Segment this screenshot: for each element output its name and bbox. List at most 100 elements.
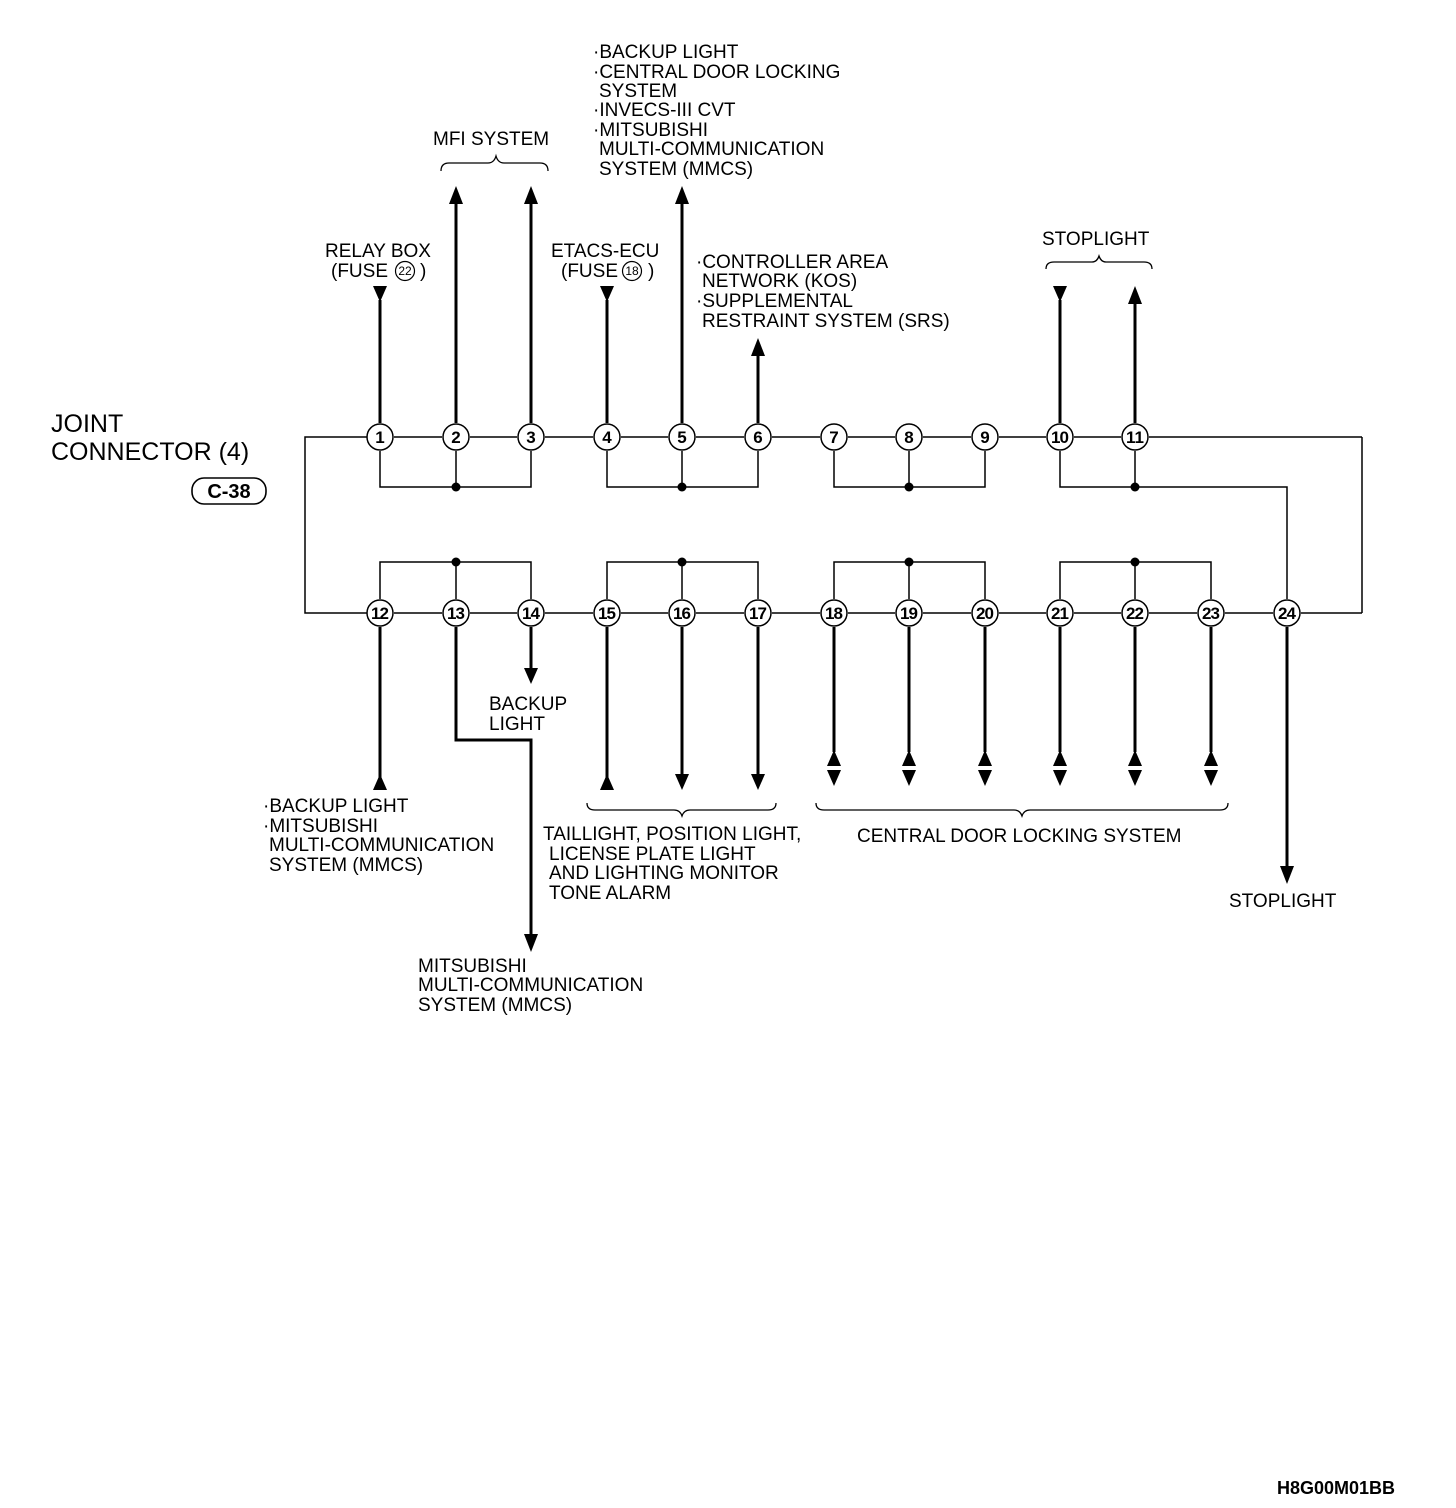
- pin-circle: [820, 423, 848, 451]
- taillight-line: TONE ALARM: [549, 883, 671, 904]
- pin-14: 14: [517, 599, 545, 627]
- pin-21: 21: [1046, 599, 1074, 627]
- pin-8: 8: [895, 423, 923, 451]
- connector-title-line2: CONNECTOR (4): [51, 438, 249, 466]
- pin-12: 12: [366, 599, 394, 627]
- etacs-ecu-label: ETACS-ECU: [551, 241, 659, 262]
- pin5-line: SYSTEM (MMCS): [599, 159, 753, 180]
- pin-circle: [366, 423, 394, 451]
- pin-20: 20: [971, 599, 999, 627]
- pin-number: 9: [980, 428, 989, 447]
- pin12-line: SYSTEM (MMCS): [269, 855, 423, 876]
- pin-number: 11: [1126, 428, 1144, 447]
- pin5-line: ·CENTRAL DOOR LOCKING: [593, 62, 840, 83]
- label-taillight: TAILLIGHT, POSITION LIGHT, LICENSE PLATE…: [543, 824, 801, 904]
- central-door-locking-label: CENTRAL DOOR LOCKING SYSTEM: [857, 826, 1181, 847]
- fuse-22-circle: [394, 260, 416, 282]
- pin-circle: [593, 599, 621, 627]
- pin-circle: [1121, 599, 1149, 627]
- pin-11: 11: [1121, 423, 1149, 451]
- taillight-line: AND LIGHTING MONITOR: [549, 863, 779, 884]
- pin-number: 13: [447, 604, 465, 623]
- backup-light-14-line1: BACKUP: [489, 694, 567, 715]
- pin-number: 14: [522, 604, 541, 623]
- pin6-line: ·SUPPLEMENTAL: [696, 291, 853, 312]
- connector-code-badge: C-38: [191, 477, 267, 505]
- pin-circle: [668, 599, 696, 627]
- pin5-line: SYSTEM: [599, 81, 677, 102]
- pin-number: 2: [451, 428, 460, 447]
- pin-circle: [744, 423, 772, 451]
- pin12-line: ·BACKUP LIGHT: [263, 796, 409, 817]
- taillight-line: LICENSE PLATE LIGHT: [549, 844, 756, 865]
- pin-circle: [895, 423, 923, 451]
- pin-circle: [668, 423, 696, 451]
- pin-circle: [593, 423, 621, 451]
- pin-circle: [1121, 423, 1149, 451]
- label-pin13-systems: MITSUBISHI MULTI-COMMUNICATION SYSTEM (M…: [418, 956, 643, 1016]
- pin-number: 22: [1126, 604, 1144, 623]
- pin5-line: MULTI-COMMUNICATION: [599, 139, 824, 160]
- relay-box-fuse-suffix: ): [420, 261, 426, 282]
- fuse-18-circle: [621, 260, 643, 282]
- pin-18: 18: [820, 599, 848, 627]
- pin-16: 16: [668, 599, 696, 627]
- label-pin6-systems: ·CONTROLLER AREA NETWORK (KOS) ·SUPPLEME…: [696, 252, 950, 332]
- pin-23: 23: [1197, 599, 1225, 627]
- pin6-line: NETWORK (KOS): [702, 271, 857, 292]
- pin-circle: [517, 599, 545, 627]
- pin-number: 18: [825, 604, 843, 623]
- pin-number: 12: [371, 604, 389, 623]
- pin-circle: [1197, 599, 1225, 627]
- pin-circle: [366, 599, 394, 627]
- pin-circle: [1046, 599, 1074, 627]
- pin-number: 10: [1051, 428, 1069, 447]
- figure-code: H8G00M01BB: [1277, 1478, 1395, 1498]
- connector-frame: [304, 436, 1363, 614]
- pin6-line: ·CONTROLLER AREA: [696, 252, 888, 273]
- pin-number: 8: [904, 428, 913, 447]
- pin-number: 19: [900, 604, 918, 623]
- pin-number: 16: [673, 604, 691, 623]
- pin-7: 7: [820, 423, 848, 451]
- pin-circle: [1273, 599, 1301, 627]
- pin-circle: [895, 599, 923, 627]
- pin-17: 17: [744, 599, 772, 627]
- pin-number: 21: [1051, 604, 1069, 623]
- pin-number: 3: [526, 428, 535, 447]
- pin12-line: ·MITSUBISHI: [263, 816, 378, 837]
- pin-number: 5: [677, 428, 686, 447]
- pin-1: 1: [366, 423, 394, 451]
- pin5-line: ·INVECS-III CVT: [593, 100, 736, 121]
- pin-number: 7: [829, 428, 838, 447]
- pin-circle: [744, 599, 772, 627]
- pin-9: 9: [971, 423, 999, 451]
- external-wires-top: [373, 186, 1142, 423]
- pin13-line: SYSTEM (MMCS): [418, 995, 572, 1016]
- relay-box-fuse-prefix: (FUSE: [331, 261, 388, 282]
- mfi-system-label: MFI SYSTEM: [433, 129, 549, 150]
- pin-circle: [442, 599, 470, 627]
- internal-bus-bottom: [379, 557, 1212, 599]
- pin-24: 24: [1273, 599, 1301, 627]
- pin-number: 1: [375, 428, 384, 447]
- pin13-line: MITSUBISHI: [418, 956, 527, 977]
- label-etacs-ecu: ETACS-ECU (FUSE 18 ): [551, 241, 659, 282]
- pin-circle: [971, 423, 999, 451]
- pin-circle: [517, 423, 545, 451]
- relay-box-fuse-number: 22: [398, 264, 412, 278]
- pin-circle: [971, 599, 999, 627]
- pin13-line: MULTI-COMMUNICATION: [418, 975, 643, 996]
- stoplight-top-label: STOPLIGHT: [1042, 229, 1150, 250]
- label-relay-box: RELAY BOX (FUSE 22 ): [325, 241, 431, 282]
- pin-number: 23: [1202, 604, 1220, 623]
- pin-circle: [820, 599, 848, 627]
- pin-4: 4: [593, 423, 621, 451]
- etacs-fuse-prefix: (FUSE: [561, 261, 618, 282]
- connector-code: C-38: [207, 481, 250, 503]
- backup-light-14-line2: LIGHT: [489, 714, 545, 735]
- pin-6: 6: [744, 423, 772, 451]
- etacs-fuse-number: 18: [625, 264, 639, 278]
- pin-10: 10: [1046, 423, 1074, 451]
